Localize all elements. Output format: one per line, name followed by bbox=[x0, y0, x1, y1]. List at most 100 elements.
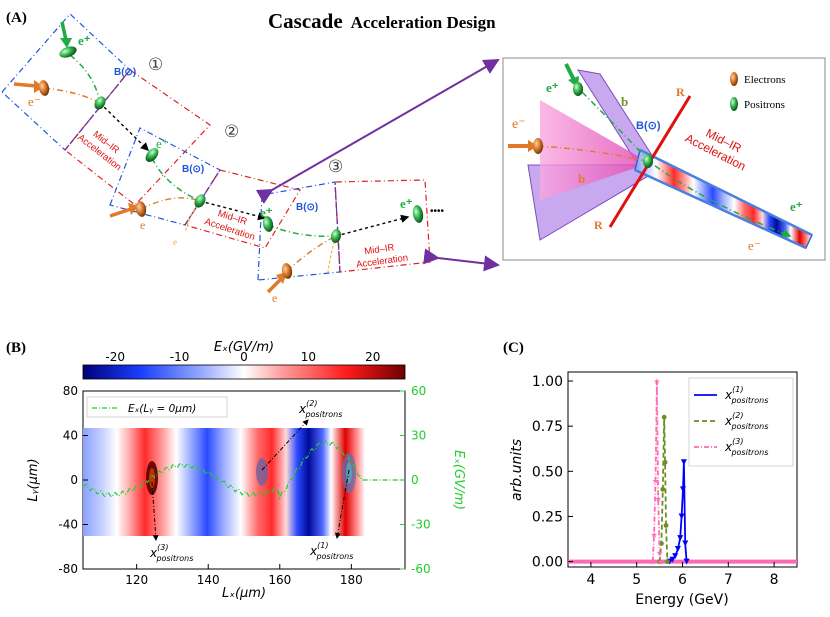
inset-b-top: b bbox=[621, 94, 628, 109]
legend-sup: (1) bbox=[732, 385, 743, 394]
inset-b-bottom: b bbox=[578, 171, 585, 186]
legend-positrons: Positrons bbox=[744, 99, 785, 111]
positron-bunch bbox=[59, 46, 77, 58]
figure-title-rest: Acceleration Design bbox=[351, 13, 496, 32]
colorbar-tick-label: 10 bbox=[301, 350, 316, 364]
positron-bunch bbox=[643, 154, 653, 168]
colorbar-tick-label: -20 bbox=[105, 350, 125, 364]
data-point: ★ bbox=[657, 558, 664, 567]
field-map-y2label: Eₓ(GV/m) bbox=[451, 450, 466, 510]
stage-number-1: ① bbox=[148, 55, 163, 75]
panel-label-c: (C) bbox=[503, 340, 524, 356]
x-tick-label: 7 bbox=[724, 572, 733, 588]
field-map-legend-label: Eₓ(Lᵧ = 0μm) bbox=[128, 403, 196, 415]
data-point bbox=[664, 559, 670, 564]
positron-bunch-2 bbox=[256, 458, 268, 486]
inset-electron-label: e⁻ bbox=[512, 117, 526, 132]
electron-label: e bbox=[173, 237, 177, 247]
colorbar-label: Eₓ(GV/m) bbox=[214, 340, 274, 355]
annotation-2-sub: positrons bbox=[304, 410, 342, 419]
pointer-arrow bbox=[423, 248, 500, 272]
positron-path-2 bbox=[151, 157, 201, 202]
electron-legend-icon bbox=[730, 72, 738, 86]
legend-base: x bbox=[724, 440, 733, 454]
spectrum-y-ticks: 0.000.250.500.751.00 bbox=[532, 374, 573, 571]
colorbar-tick-label: 20 bbox=[365, 350, 380, 364]
y-tick-label: 0.50 bbox=[532, 464, 563, 480]
annotation-arrow bbox=[261, 419, 309, 471]
positron-bunch bbox=[330, 229, 342, 243]
data-point bbox=[680, 459, 687, 466]
y-tick-label: 0.75 bbox=[532, 419, 563, 435]
midir-label-3-line2: Acceleration bbox=[355, 252, 408, 270]
stage1-divider bbox=[64, 69, 131, 151]
positron-inject-head bbox=[60, 38, 72, 48]
y-tick-label: 80 bbox=[63, 384, 78, 398]
inset-R-top: R bbox=[676, 85, 685, 99]
field-map-xlabel: Lₓ(μm) bbox=[222, 586, 266, 601]
positron-label: e⁺ bbox=[156, 136, 169, 151]
channel-edge bbox=[639, 148, 813, 237]
electron-path-1 bbox=[43, 87, 101, 104]
electron-bunch bbox=[281, 263, 293, 279]
electron-inject-arrow-2 bbox=[109, 207, 132, 218]
figure-title: Cascade Acceleration Design bbox=[268, 9, 496, 33]
y2-tick-label: 0 bbox=[411, 473, 419, 487]
positron-bunch bbox=[94, 96, 106, 110]
legend-sup: (3) bbox=[732, 437, 743, 446]
colorbar-tick-label: 0 bbox=[240, 350, 248, 364]
data-point: ★ bbox=[651, 531, 658, 540]
data-point bbox=[683, 558, 690, 565]
data-point bbox=[678, 513, 685, 520]
y-tick-label: 0.00 bbox=[532, 555, 563, 571]
electron-label: e bbox=[272, 291, 277, 305]
stage-number-2: ② bbox=[224, 122, 239, 142]
colorbar-tick-labels: -20 -10 0 10 20 bbox=[105, 350, 380, 364]
y2-tick-label: -30 bbox=[411, 518, 431, 532]
annotation-arrow bbox=[151, 481, 159, 541]
beam-line-3 bbox=[335, 214, 410, 237]
panel-label-a: (A) bbox=[6, 10, 27, 26]
legend-sub: positrons bbox=[730, 422, 768, 431]
x-tick-label: 5 bbox=[632, 572, 641, 588]
y-tick-label: -80 bbox=[58, 562, 78, 576]
legend-sup: (2) bbox=[732, 411, 743, 420]
x-tick-label: 160 bbox=[268, 573, 291, 587]
data-point bbox=[662, 459, 668, 465]
electron-bunch bbox=[38, 80, 50, 96]
inset-positron-label: e⁺ bbox=[546, 80, 559, 95]
legend-label-3: x(3)positrons bbox=[724, 437, 768, 457]
annotation-positrons-1: x(1)positrons bbox=[309, 541, 353, 561]
data-point bbox=[661, 414, 667, 420]
x-tick-label: 140 bbox=[197, 573, 220, 587]
spectrum-ylabel: arb.units bbox=[509, 439, 525, 501]
data-point: ★ bbox=[655, 494, 662, 503]
y2-tick-label: -60 bbox=[411, 562, 431, 576]
y-tick-label: -40 bbox=[58, 518, 78, 532]
colorbar bbox=[82, 364, 406, 380]
y-tick-label: 0.25 bbox=[532, 509, 563, 525]
bfield-label-1: B(⊙) bbox=[114, 67, 136, 78]
stage1-bfield-region bbox=[1, 13, 131, 151]
data-point bbox=[679, 486, 686, 493]
positron-bunch bbox=[145, 148, 159, 162]
field-map-legend bbox=[86, 396, 228, 418]
electron-inject-arrow-1 bbox=[13, 82, 37, 88]
midir-label-2: Mid–IR Acceleration bbox=[203, 208, 256, 243]
annotation-1-sub: positrons bbox=[315, 552, 353, 561]
stage-number-3: ③ bbox=[328, 157, 343, 177]
x-tick-label: 8 bbox=[770, 572, 779, 588]
y2-tick-label: 30 bbox=[411, 429, 426, 443]
field-map-heatmap bbox=[83, 428, 365, 536]
colorbar-tick-label: -10 bbox=[170, 350, 190, 364]
y-tick-label: 40 bbox=[63, 429, 78, 443]
figure-title-main: Cascade bbox=[268, 9, 343, 33]
channel-edge bbox=[634, 168, 807, 250]
spectrum-xlabel: Energy (GeV) bbox=[635, 592, 728, 608]
